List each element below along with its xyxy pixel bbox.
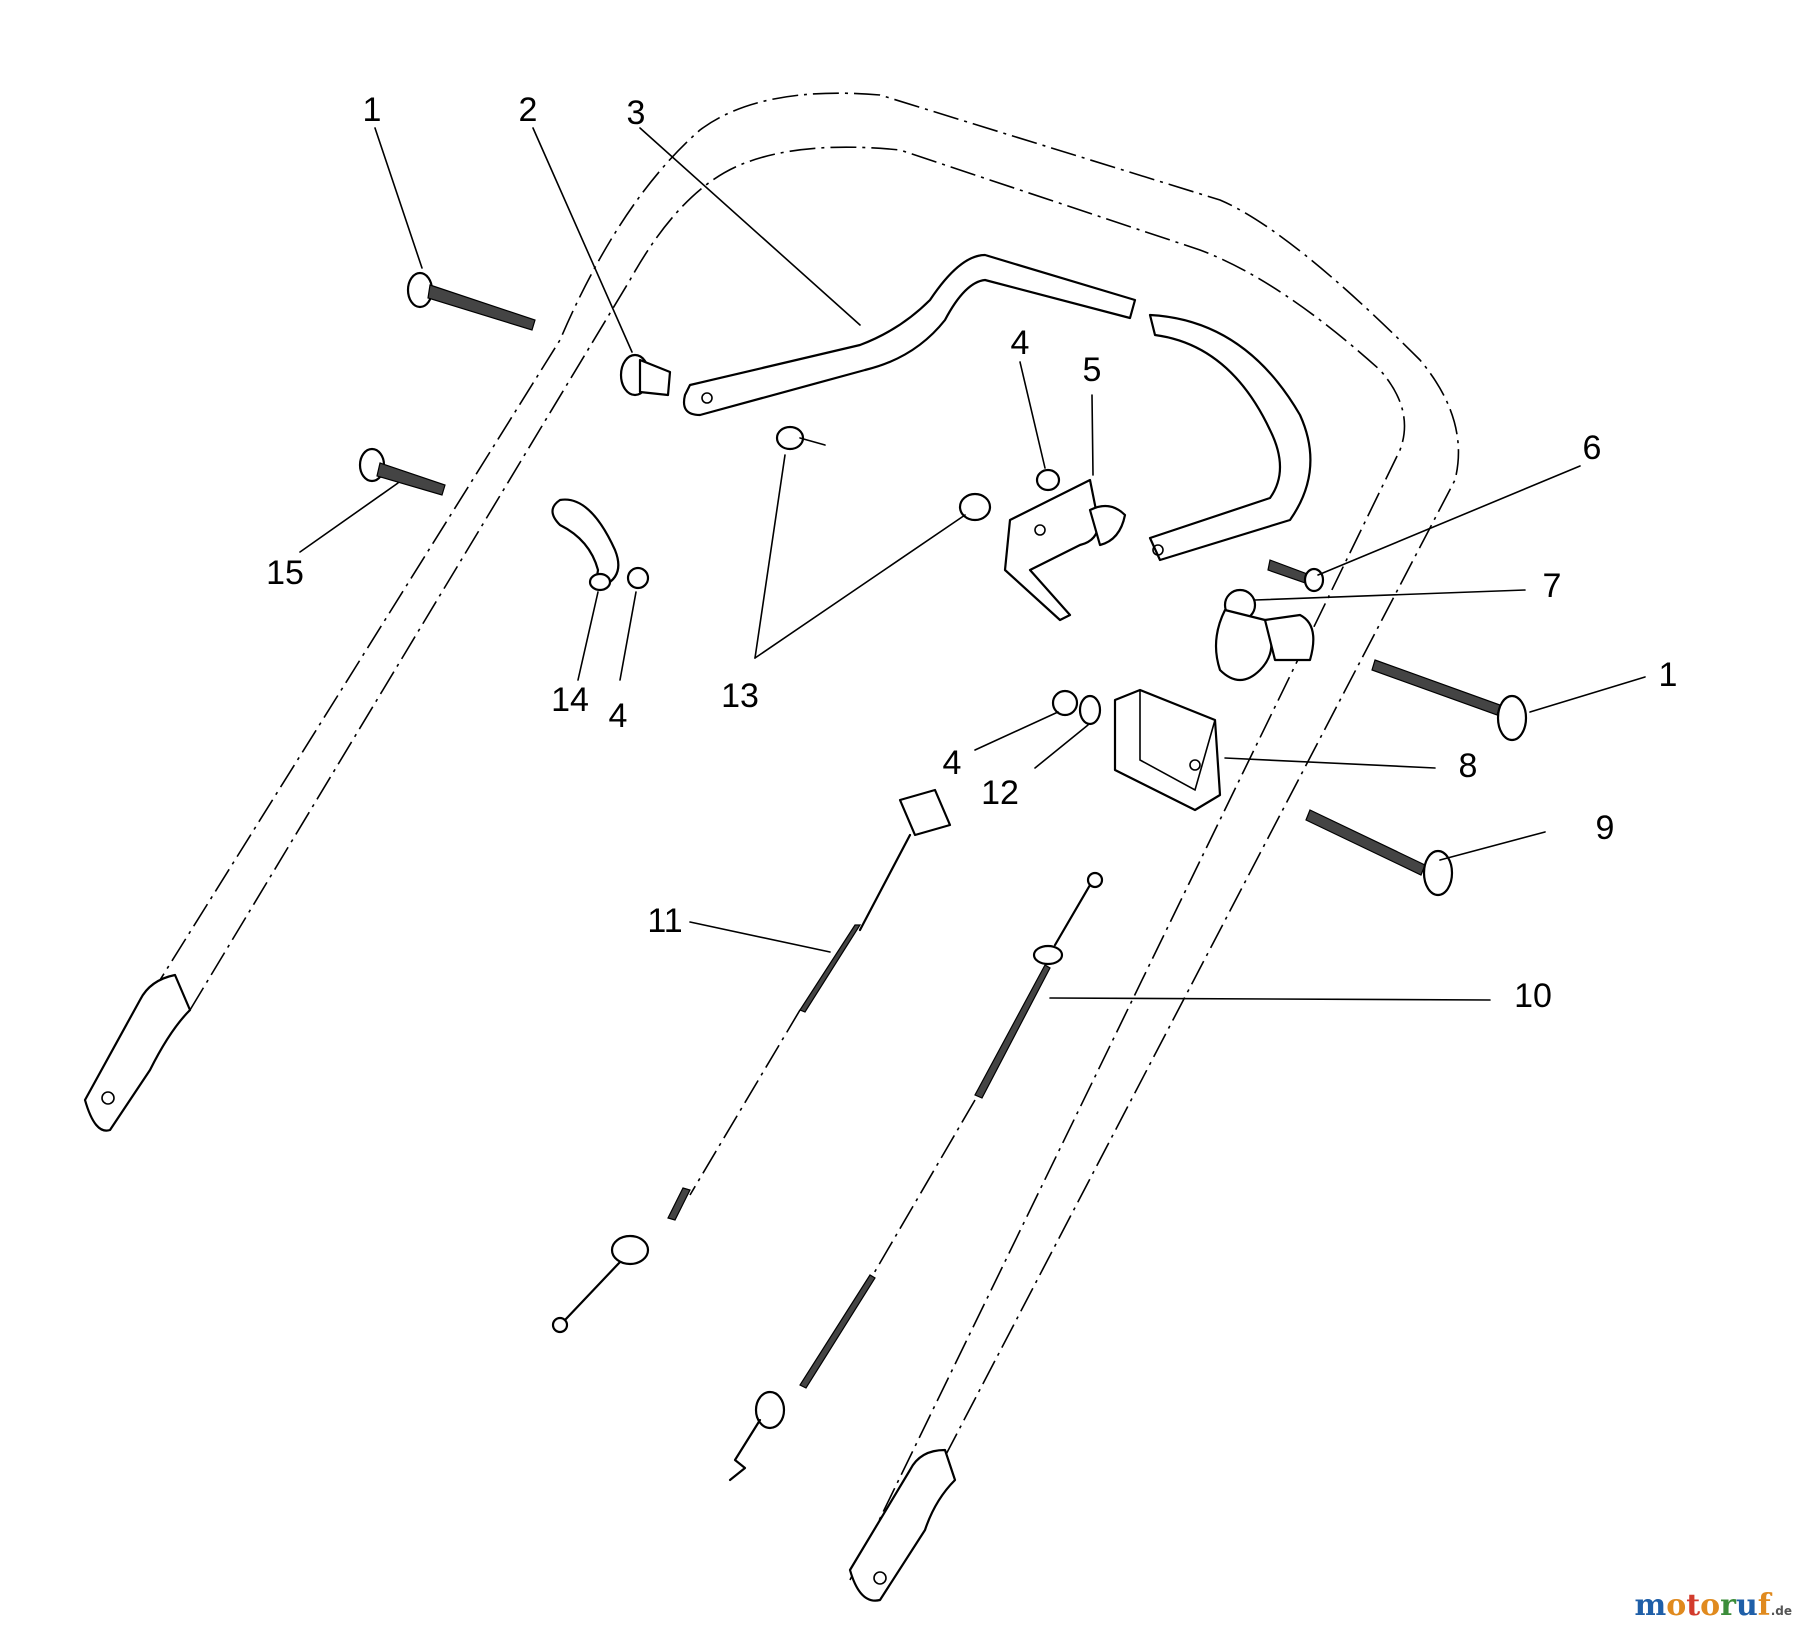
screw-6 bbox=[1267, 559, 1325, 593]
cable-11 bbox=[551, 788, 952, 1334]
callout-1-upper: 1 bbox=[363, 91, 382, 129]
watermark-logo: motoruf.de bbox=[1635, 1588, 1792, 1623]
watermark-char: o bbox=[1700, 1588, 1721, 1623]
callout-8: 8 bbox=[1459, 747, 1478, 785]
cable-10 bbox=[728, 871, 1104, 1482]
callout-12: 12 bbox=[981, 774, 1019, 812]
spacer-2 bbox=[619, 353, 672, 397]
nut-4-upper bbox=[1035, 468, 1061, 492]
callout-14: 14 bbox=[551, 681, 589, 719]
watermark-char: r bbox=[1720, 1588, 1736, 1623]
watermark-char: o bbox=[1666, 1588, 1687, 1623]
callout-11: 11 bbox=[647, 902, 682, 940]
callout-4-middle: 4 bbox=[943, 744, 962, 782]
bolt-9 bbox=[1305, 809, 1454, 897]
callout-4-left: 4 bbox=[609, 697, 628, 735]
clip-14 bbox=[551, 498, 650, 592]
callout-6: 6 bbox=[1583, 429, 1602, 467]
watermark-tld: .de bbox=[1770, 1604, 1792, 1618]
callout-10: 10 bbox=[1514, 977, 1552, 1015]
callout-labels: 1 2 3 4 5 6 7 1 8 9 10 11 12 4 13 14 4 1… bbox=[266, 91, 1677, 1015]
watermark-char: m bbox=[1634, 1588, 1667, 1623]
watermark-char: u bbox=[1735, 1588, 1758, 1623]
callout-5: 5 bbox=[1083, 351, 1102, 389]
callout-4-upper: 4 bbox=[1011, 324, 1030, 362]
bolt-1-left bbox=[406, 271, 536, 331]
bail-bar bbox=[682, 253, 1312, 562]
nut-13-upper bbox=[775, 425, 826, 451]
callout-1-right: 1 bbox=[1659, 656, 1678, 694]
nut-13-lower bbox=[958, 492, 992, 522]
bracket-5 bbox=[1003, 478, 1127, 622]
bolt-1-right bbox=[1371, 659, 1528, 742]
handle-outline bbox=[83, 92, 1460, 1602]
latch-7 bbox=[1214, 588, 1315, 682]
bolt-15 bbox=[358, 447, 446, 496]
callout-9: 9 bbox=[1596, 809, 1615, 847]
watermark-char: f bbox=[1757, 1588, 1771, 1623]
callout-2: 2 bbox=[519, 91, 538, 129]
callout-13: 13 bbox=[721, 677, 759, 715]
watermark-char: t bbox=[1686, 1588, 1701, 1623]
callout-7: 7 bbox=[1543, 567, 1562, 605]
control-housing-8 bbox=[1113, 688, 1222, 812]
nut-4-lower bbox=[1051, 689, 1079, 717]
callout-15: 15 bbox=[266, 554, 304, 592]
callout-3: 3 bbox=[627, 94, 646, 132]
leader-lines bbox=[299, 127, 1646, 1001]
washer-12 bbox=[1078, 694, 1102, 726]
